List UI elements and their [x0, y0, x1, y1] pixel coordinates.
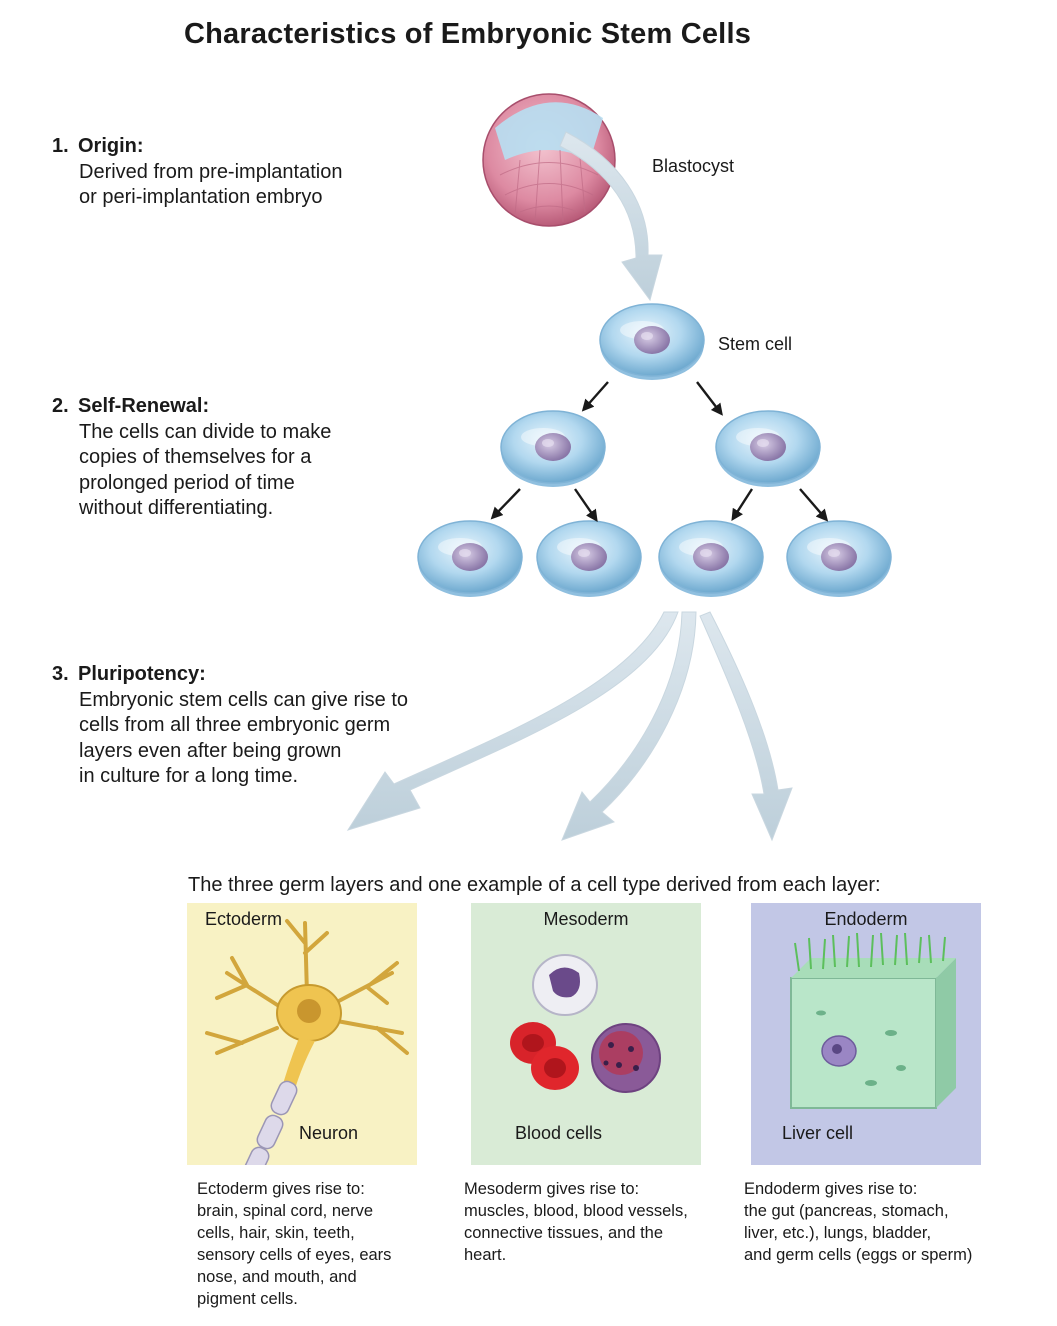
section-pluripotency: 3. Pluripotency: Embryonic stem cells can…: [52, 662, 408, 790]
stem-cell-icon: [599, 303, 705, 381]
section-origin: 1. Origin: Derived from pre-implantation …: [52, 134, 342, 211]
panel-title: Mesoderm: [543, 909, 629, 929]
stem-cell-icon: [786, 520, 892, 598]
ectoderm-description: Ectoderm gives rise to: brain, spinal co…: [197, 1180, 392, 1308]
cell-label: Blood cells: [515, 1123, 603, 1143]
stem-cell-icon: [417, 520, 523, 598]
blastocyst-to-stem-arrow: [559, 131, 663, 302]
cell-label: Liver cell: [782, 1123, 854, 1143]
panel-endoderm: Endoderm Liver cell: [751, 903, 981, 1165]
blastocyst-illustration: [482, 93, 616, 227]
stem-cell-icon: [715, 410, 821, 488]
germ-layers-caption: The three germ layers and one example of…: [188, 874, 881, 896]
panel-mesoderm: Mesoderm Blood cells: [471, 903, 701, 1165]
section-self-renewal: 2. Self-Renewal: The cells can divide to …: [52, 394, 331, 522]
cell-label: Neuron: [299, 1123, 359, 1143]
panel-ectoderm: Ectoderm Neuron: [187, 903, 417, 1165]
section-body: Derived from pre-implantation or peri-im…: [79, 160, 343, 209]
blastocyst-label: Blastocyst: [652, 156, 735, 176]
section-heading: Self-Renewal:: [78, 395, 210, 417]
section-number: 2.: [52, 395, 69, 417]
panel-title: Endoderm: [824, 909, 908, 929]
division-arrows: [490, 381, 829, 522]
section-heading: Pluripotency:: [78, 663, 206, 685]
page-title: Characteristics of Embryonic Stem Cells: [183, 18, 752, 50]
liver-cell-illustration: [790, 932, 956, 1109]
panel-title: Ectoderm: [205, 909, 283, 929]
section-heading: Origin:: [78, 135, 144, 157]
stem-cell-icon: [658, 520, 764, 598]
section-number: 1.: [52, 135, 69, 157]
section-body: The cells can divide to make copies of t…: [79, 420, 332, 520]
differentiation-arrows: [346, 611, 793, 842]
section-number: 3.: [52, 663, 69, 685]
stem-cell-label: Stem cell: [718, 334, 793, 354]
stem-cell-icon: [500, 410, 606, 488]
neuron-illustration: [205, 919, 409, 1165]
mesoderm-description: Mesoderm gives rise to: muscles, blood, …: [464, 1180, 688, 1264]
stem-cell-icon: [536, 520, 642, 598]
section-body: Embryonic stem cells can give rise to ce…: [79, 688, 409, 788]
stem-cell-diagram: [346, 93, 892, 842]
endoderm-description: Endoderm gives rise to: the gut (pancrea…: [744, 1180, 973, 1264]
blood-cells-illustration: [510, 954, 661, 1093]
